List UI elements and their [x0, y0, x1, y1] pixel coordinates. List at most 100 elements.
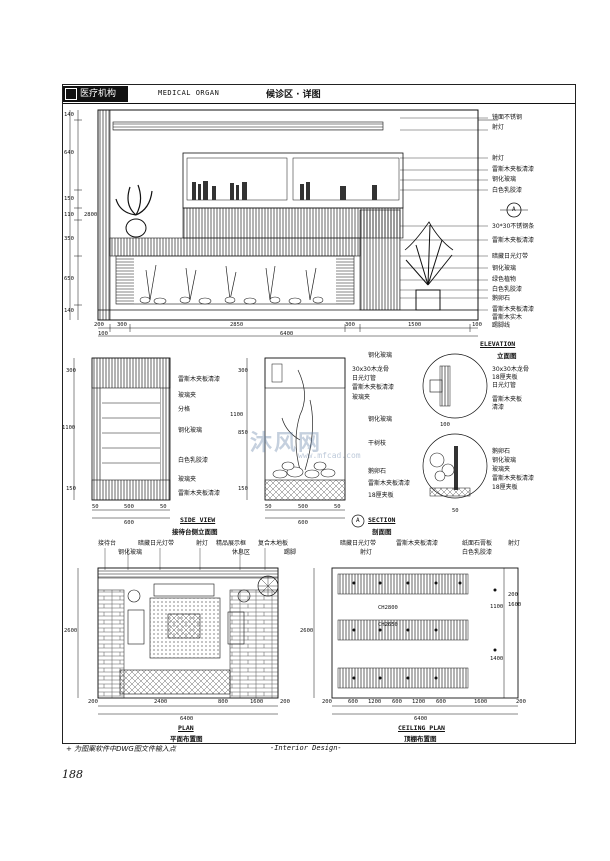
plan-caption-en: PLAN	[178, 724, 194, 732]
section-label-5: 钢化玻璃	[368, 416, 393, 423]
section-label-2: 日光灯管	[352, 375, 377, 382]
detail-upper-label-3: 雷斯木夹板	[492, 396, 523, 403]
logo-mark-icon	[65, 88, 77, 100]
ceiling-dim-right-1: 1400	[490, 656, 504, 662]
ceiling-dim-bottom-1: 600	[348, 699, 358, 705]
elev-label-13: 雷斯木夹板清漆	[492, 306, 535, 313]
detail-lower-dim: 50	[452, 508, 459, 514]
plan-label-0: 接待台	[98, 540, 117, 547]
side-label-6: 雷斯木夹板清漆	[178, 490, 221, 497]
elev-label-9: 钢化玻璃	[492, 265, 517, 272]
ceiling-plan-drawing	[313, 567, 519, 715]
ceiling-label-0: 暗藏日光灯带	[340, 540, 377, 547]
elevation-caption-en: ELEVATION	[480, 340, 516, 348]
ceiling-label-4: 白色乳胶漆	[462, 549, 493, 556]
logo-text: 医疗机构	[80, 89, 117, 99]
section-label-7: 鹅卵石	[368, 468, 387, 475]
section-dim-bottom-2: 50	[334, 504, 341, 510]
elev-label-8: 暗藏日光灯带	[492, 253, 529, 260]
plan-label-2: 射灯	[196, 540, 209, 547]
elev-label-11: 白色乳胶漆	[492, 286, 523, 293]
elevation-caption-cn: 立面图	[497, 352, 517, 360]
ceiling-dim-bottom-0: 200	[322, 699, 332, 705]
section-dim-total: 600	[298, 520, 308, 526]
side-label-0: 雷斯木夹板清漆	[178, 376, 221, 383]
section-label-8: 雷斯木夹板清漆	[368, 480, 411, 487]
section-caption-cn: 剖面图	[372, 528, 392, 536]
side-label-3: 钢化玻璃	[178, 427, 203, 434]
elev-dim-bottom-1: 300	[117, 322, 127, 328]
elev-dim-bottom-2: 2850	[230, 322, 244, 328]
section-caption-en: SECTION	[368, 516, 396, 524]
plan-dim-bottom-3: 1600	[250, 699, 264, 705]
side-dim-left-0: 300	[66, 368, 76, 374]
section-dim-bottom-1: 500	[298, 504, 308, 510]
ceiling-level-1: CH2800	[378, 605, 398, 611]
ceiling-dim-bottom-2: 1200	[368, 699, 382, 705]
footer-note: + 为图案软件中DWG图文件输入点	[66, 745, 176, 753]
plan-dim-bottom-4: 200	[280, 699, 290, 705]
elev-label-15: 踢脚线	[492, 322, 511, 329]
watermark-sub: www.mfcad.com	[298, 451, 361, 460]
side-label-2: 分格	[178, 406, 191, 413]
footer-center: -Interior Design-	[270, 744, 342, 752]
section-dim-left-total: 1100	[230, 412, 244, 418]
watermark-text: 沐风网	[250, 431, 323, 456]
ceiling-dim-total: 6400	[414, 716, 428, 722]
elev-label-12: 鹅卵石	[492, 295, 511, 302]
section-label-3: 雷斯木夹板清漆	[352, 384, 395, 391]
elev-dim-left-1: 640	[64, 150, 74, 156]
side-view-caption-cn: 接待台侧立面图	[172, 528, 218, 536]
ceiling-level-2: CH2650	[378, 622, 398, 628]
detail-lower-label-2: 玻璃夹	[492, 466, 511, 473]
side-dim-bottom-0: 50	[92, 504, 99, 510]
ceiling-dim-left: 2600	[300, 628, 314, 634]
side-dim-total: 600	[124, 520, 134, 526]
plant-right-icon	[404, 221, 454, 311]
side-label-1: 玻璃夹	[178, 392, 197, 399]
elev-label-6: 30*30不锈钢条	[492, 223, 535, 230]
detail-upper-label-4: 清漆	[492, 404, 505, 411]
ceiling-label-2: 雷斯木夹板清漆	[396, 540, 439, 547]
section-dim-left-1: 850	[238, 430, 248, 436]
plan-caption-cn: 平面布置图	[170, 735, 203, 743]
elev-dim-left-4: 350	[64, 236, 74, 242]
section-label-9: 18厘夹板	[368, 492, 394, 499]
detail-upper-label-2: 日光灯管	[492, 382, 517, 389]
ceiling-label-5: 射灯	[508, 540, 521, 547]
plan-label-4: 复合木地板	[258, 540, 289, 547]
elev-dim-bottom-5: 100	[472, 322, 482, 328]
elev-label-10: 绿色植物	[492, 276, 517, 283]
detail-lower-label-4: 18厘夹板	[492, 484, 518, 491]
ceiling-dim-right-small-0: 200	[508, 592, 518, 598]
side-label-4: 白色乳胶漆	[178, 457, 209, 464]
detail-lower-label-3: 雷斯木夹板清漆	[492, 475, 535, 482]
section-label-6: 干树枝	[368, 440, 387, 447]
elev-dim-bottom-3: 300	[345, 322, 355, 328]
side-view-caption-en: SIDE VIEW	[180, 516, 216, 524]
elev-dim-left-5: 650	[64, 276, 74, 282]
elev-label-2: 射灯	[492, 155, 505, 162]
detail-drawings	[422, 353, 488, 499]
detail-upper-dim: 100	[440, 422, 450, 428]
section-dim-left-0: 300	[238, 368, 248, 374]
side-label-5: 玻璃夹	[178, 476, 197, 483]
section-label-0: 钢化玻璃	[368, 352, 393, 359]
ceiling-dim-bottom-5: 600	[436, 699, 446, 705]
elev-section-marker: A	[512, 206, 516, 213]
plan-label-1: 暗藏日光灯带	[138, 540, 175, 547]
elev-label-0: 镜面不锈钢	[492, 114, 523, 121]
section-callout-icon	[351, 514, 365, 528]
section-label-4: 玻璃夹	[352, 394, 371, 401]
side-dim-left-1: 1100	[62, 425, 76, 431]
ceiling-dim-bottom-7: 200	[516, 699, 526, 705]
section-dim-left-2: 150	[238, 486, 248, 492]
ceiling-dim-bottom-3: 600	[392, 699, 402, 705]
plan-dim-bottom-1: 2400	[154, 699, 168, 705]
section-dim-bottom-0: 50	[265, 504, 272, 510]
side-dim-bottom-2: 50	[160, 504, 167, 510]
section-drawing	[246, 357, 365, 528]
brand-logo: 医疗机构	[62, 86, 128, 102]
plant-left-icon	[115, 184, 153, 238]
